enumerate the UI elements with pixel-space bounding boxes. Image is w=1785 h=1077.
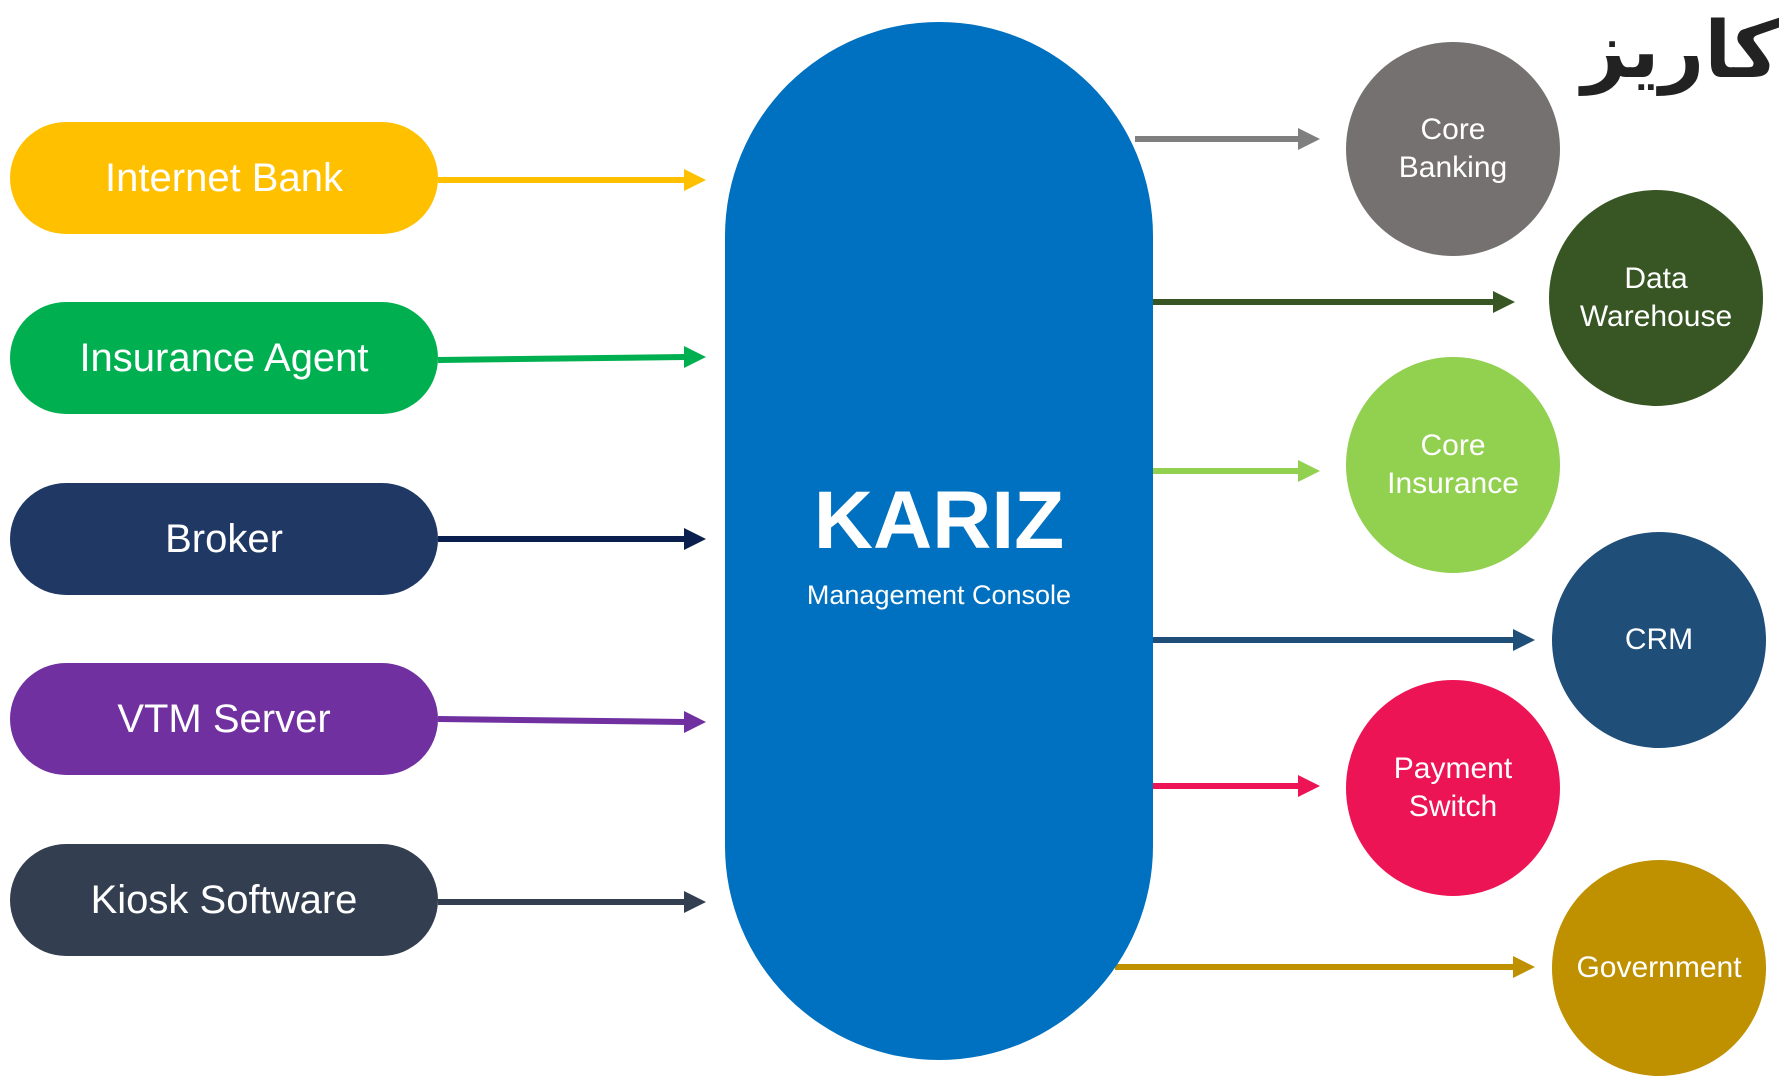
target-core-insurance: Core Insurance	[1346, 357, 1560, 573]
source-arrow-internet-bank	[438, 169, 706, 191]
target-arrow-core-insurance	[1153, 460, 1320, 482]
target-core-banking: Core Banking	[1346, 42, 1560, 256]
target-label-line: Switch	[1408, 790, 1498, 823]
target-data-warehouse: Data Warehouse	[1549, 190, 1763, 406]
source-label: Broker	[165, 516, 283, 561]
target-label-line: CRM	[1624, 622, 1694, 656]
source-vtm-server: VTM Server	[10, 663, 438, 775]
source-label: Insurance Agent	[79, 335, 369, 380]
hub-title: KARIZ	[813, 474, 1065, 566]
source-broker: Broker	[10, 483, 438, 595]
target-arrow-crm	[1153, 629, 1535, 651]
target-arrow-government	[1115, 956, 1535, 978]
target-arrow-core-banking	[1135, 128, 1320, 150]
source-label: VTM Server	[117, 696, 331, 741]
target-arrow-data-warehouse	[1153, 291, 1515, 313]
source-insurance-agent: Insurance Agent	[10, 302, 438, 414]
source-arrow-kiosk-software	[438, 891, 706, 913]
target-label-line: Core	[1420, 428, 1486, 462]
target-label-line: Warehouse	[1579, 300, 1733, 333]
target-government: Government	[1552, 860, 1766, 1076]
target-label-line: Payment	[1393, 751, 1513, 785]
target-label-line: Government	[1576, 950, 1742, 984]
kariz-hub: KARIZ Management Console	[725, 22, 1153, 1060]
source-internet-bank: Internet Bank	[10, 122, 438, 234]
source-kiosk-software: Kiosk Software	[10, 844, 438, 956]
target-label-line: Insurance	[1387, 467, 1519, 500]
hub-subtitle: Management Console	[806, 579, 1072, 610]
source-arrow-vtm-server	[437, 711, 706, 733]
kariz-logo-text: کاریز	[1581, 6, 1779, 96]
source-arrow-broker	[438, 528, 706, 550]
target-crm: CRM	[1552, 532, 1766, 748]
target-label-line: Core	[1420, 112, 1486, 146]
source-label: Internet Bank	[105, 155, 343, 200]
target-payment-switch: Payment Switch	[1346, 680, 1560, 896]
target-label-line: Data	[1624, 261, 1688, 295]
source-arrow-insurance-agent	[437, 346, 706, 368]
target-arrow-payment-switch	[1153, 775, 1320, 797]
target-label-line: Banking	[1398, 151, 1508, 184]
source-label: Kiosk Software	[90, 877, 358, 922]
